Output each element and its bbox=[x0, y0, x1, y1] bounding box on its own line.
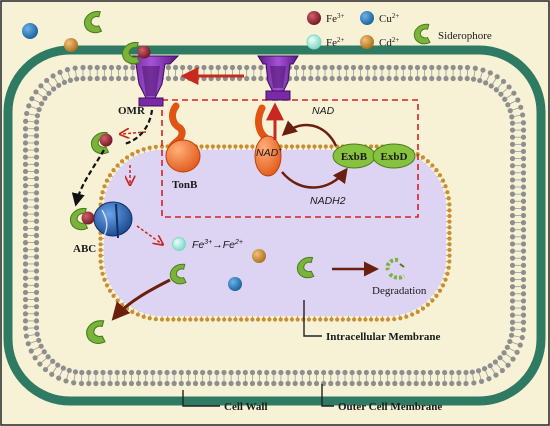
cell-wall bbox=[3, 45, 546, 406]
nad-label: NAD bbox=[312, 105, 335, 117]
legend-item-siderophore: Siderophore bbox=[413, 23, 492, 45]
siderophore-export-arrow bbox=[111, 278, 171, 321]
fe2-ion bbox=[172, 237, 186, 251]
cu2-ion bbox=[22, 23, 38, 39]
intracellular-membrane-pointer bbox=[303, 300, 322, 337]
fe3-ion bbox=[137, 45, 151, 59]
fe3-ion-periplasm bbox=[99, 133, 113, 147]
svg-text:Fe3+: Fe3+ bbox=[326, 12, 345, 25]
tonb-protein-2 bbox=[254, 104, 282, 177]
cd2-ion bbox=[64, 38, 78, 52]
intracellular-membrane-label: Intracellular Membrane bbox=[326, 331, 440, 343]
degradation-label: Degradation bbox=[372, 285, 427, 297]
tonb-protein bbox=[165, 102, 201, 173]
dashed-transport-arrow-2 bbox=[71, 149, 105, 207]
exbd-label: ExbD bbox=[381, 151, 408, 163]
exbb-label: ExbB bbox=[341, 151, 368, 163]
cell-wall-label: Cell Wall bbox=[224, 401, 268, 413]
nad-plus-label: NAD+ bbox=[256, 147, 282, 159]
svg-text:Fe2+: Fe2+ bbox=[326, 36, 345, 49]
svg-text:Siderophore: Siderophore bbox=[438, 30, 492, 42]
legend-item-cd2: Cd2+ bbox=[360, 35, 399, 49]
cell-wall-pointer bbox=[182, 390, 220, 407]
svg-text:Cu2+: Cu2+ bbox=[379, 12, 399, 25]
legend: Fe3+ Cu2+ Siderophore Fe2+ Cd2+ bbox=[306, 11, 492, 50]
tonb-label: TonB bbox=[172, 179, 198, 191]
outer-membrane-pointer bbox=[321, 384, 334, 407]
exbb-protein: ExbB bbox=[332, 143, 376, 169]
cu2-ion-cytoplasm bbox=[228, 277, 242, 291]
fe3-ion-abc bbox=[81, 211, 95, 225]
abc-release-red-arrow bbox=[136, 225, 162, 244]
periplasm-red-arrow bbox=[121, 132, 147, 134]
abc-label: ABC bbox=[73, 243, 96, 255]
energy-transduction-box bbox=[161, 99, 419, 218]
nadh2-label: NADH2 bbox=[310, 195, 346, 207]
fe-reduction-label: Fe3+→Fe2+ bbox=[192, 239, 243, 251]
legend-item-cu2: Cu2+ bbox=[360, 11, 399, 25]
nad-arrow bbox=[281, 120, 338, 147]
abc-transporter bbox=[93, 201, 133, 239]
omr-label: OMR bbox=[118, 105, 146, 117]
cd2-ion-cytoplasm bbox=[252, 249, 266, 263]
dashed-transport-arrow-1 bbox=[123, 109, 154, 146]
svg-text:Cd2+: Cd2+ bbox=[379, 36, 399, 49]
cytoplasm bbox=[104, 150, 446, 316]
legend-item-fe2: Fe2+ bbox=[306, 34, 345, 50]
outer-cell-membrane-label: Outer Cell Membrane bbox=[338, 401, 442, 413]
omr-receptor-2 bbox=[257, 55, 299, 101]
exbd-protein: ExbD bbox=[372, 143, 416, 169]
degraded-siderophore-icon bbox=[385, 257, 406, 280]
nadh2-arrow bbox=[281, 167, 348, 189]
legend-item-fe3: Fe3+ bbox=[307, 11, 345, 25]
